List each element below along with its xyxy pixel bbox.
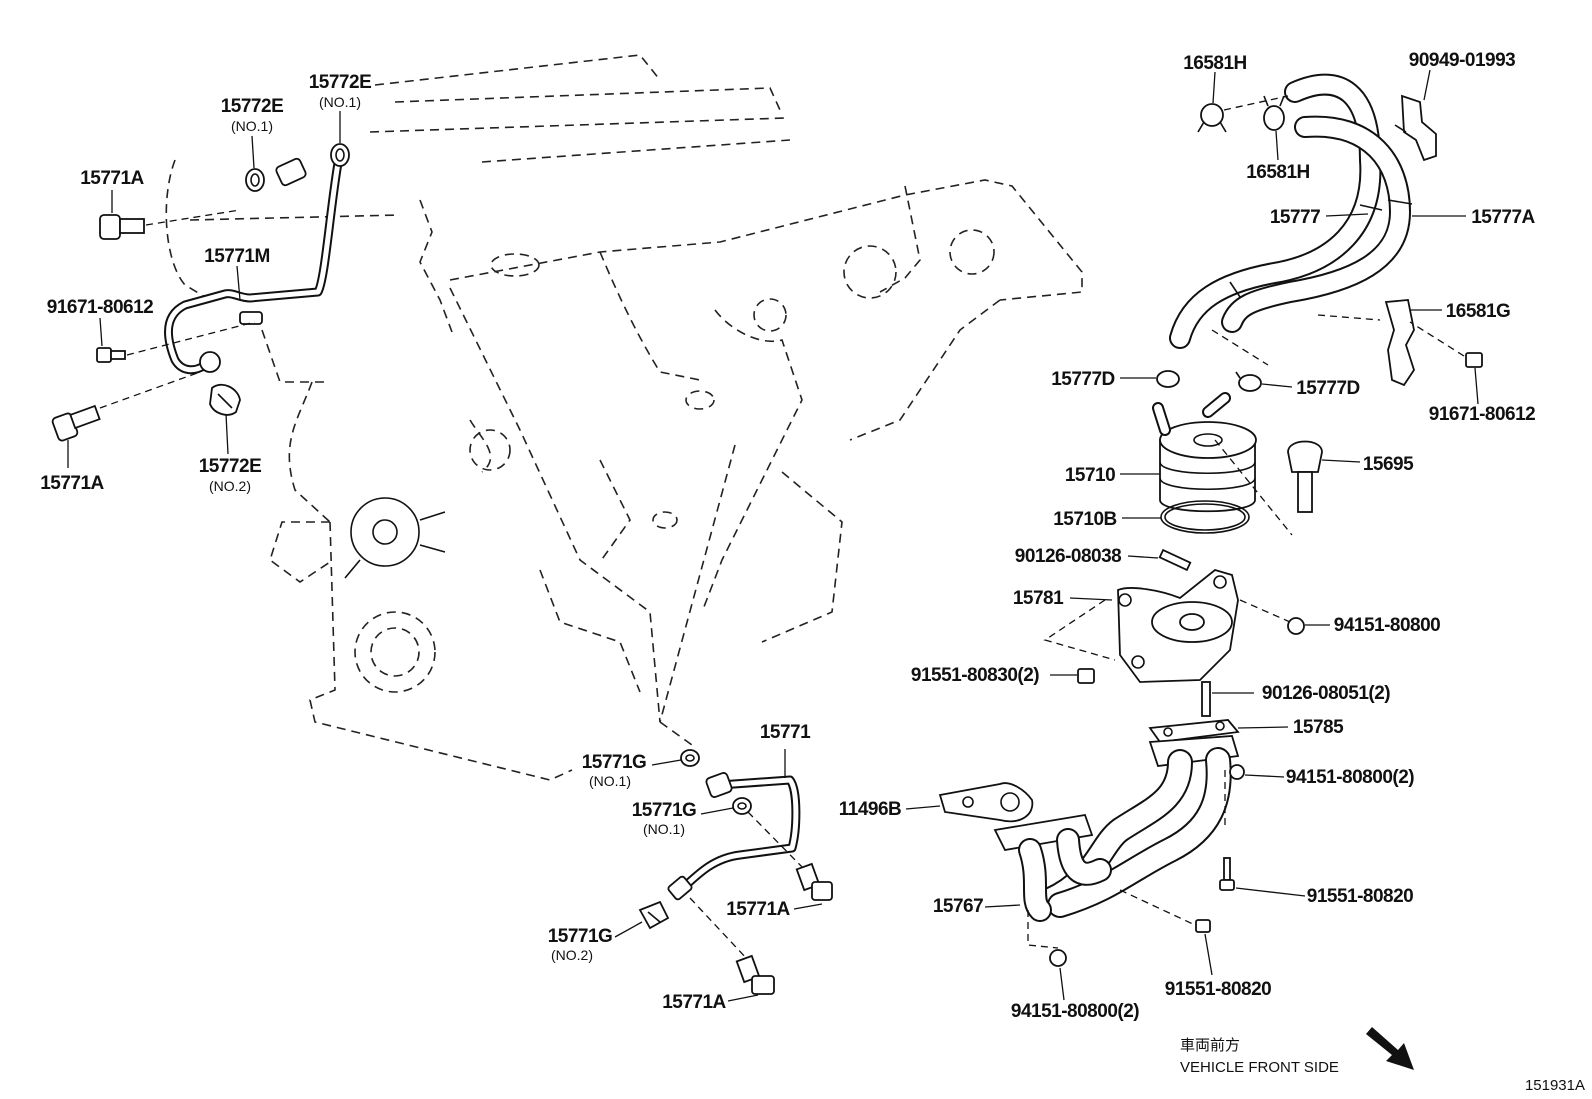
part-label-15771A[interactable]: 15771A (726, 899, 791, 920)
part-label-94151-80800[interactable]: 94151-80800 (1334, 615, 1441, 636)
part-label-15771G[interactable]: 15771G (548, 926, 613, 947)
part-label-sub: (NO.1) (319, 94, 361, 110)
engine-outline (165, 54, 1083, 781)
illustration-id: 151931A (1525, 1077, 1585, 1094)
pipe-assembly-15767[interactable] (993, 735, 1240, 949)
part-label-15777D[interactable]: 15777D (1296, 378, 1360, 399)
part-label-90126-08038[interactable]: 90126-08038 (1015, 546, 1122, 567)
nut-94151-80800-mid[interactable] (1229, 764, 1245, 780)
gasket-11496B[interactable] (938, 782, 1034, 823)
bolt-91551-80820-upper[interactable] (1219, 857, 1235, 891)
union-bolt-15771A-lower[interactable] (51, 371, 201, 442)
front-direction-arrow-icon (1366, 1027, 1414, 1070)
part-label-91671-80612[interactable]: 91671-80612 (1429, 404, 1536, 425)
leader-lines (67, 69, 1479, 1002)
part-label-15785[interactable]: 15785 (1293, 717, 1345, 738)
part-label-sub: (NO.2) (209, 478, 251, 494)
bolt-15695[interactable] (1214, 439, 1323, 536)
bracket-16581G[interactable] (1211, 299, 1415, 387)
part-label-sub: (NO.1) (589, 773, 631, 789)
stud-90126-08038[interactable] (1158, 548, 1192, 572)
o-ring-15710B[interactable] (1160, 500, 1250, 534)
part-label-15772E[interactable]: 15772E (221, 96, 284, 117)
nut-94151-80800-upper[interactable] (1287, 617, 1305, 635)
pipe-15771M[interactable] (163, 157, 343, 375)
part-label-11496B[interactable]: 11496B (839, 799, 902, 820)
gasket-15771G-no1-lower[interactable] (732, 797, 806, 871)
clamp-16581H-lower[interactable] (1263, 95, 1285, 131)
part-label-15767[interactable]: 15767 (933, 896, 984, 917)
bolt-91551-80820-lower[interactable] (1195, 919, 1211, 933)
part-label-15772E[interactable]: 15772E (309, 72, 372, 93)
part-label-sub: (NO.1) (231, 118, 273, 134)
part-label-16581H[interactable]: 16581H (1183, 53, 1247, 74)
union-bolt-15771A-bottom[interactable] (735, 954, 775, 995)
part-label-15771M[interactable]: 15771M (204, 246, 270, 267)
bracket-15781[interactable] (1043, 569, 1291, 683)
part-label-15695[interactable]: 15695 (1363, 454, 1415, 475)
part-label-15710B[interactable]: 15710B (1053, 509, 1117, 530)
bolt-91671-80612-right[interactable] (1409, 321, 1483, 368)
gasket-15772E-no2[interactable] (209, 383, 241, 416)
part-label-15771A[interactable]: 15771A (80, 168, 145, 189)
part-label-sub: (NO.2) (551, 947, 593, 963)
gasket-15772E-no1-left[interactable] (245, 168, 265, 192)
part-label-16581G[interactable]: 16581G (1446, 301, 1511, 322)
part-label-15771G[interactable]: 15771G (582, 752, 647, 773)
pipe-15771[interactable] (667, 772, 801, 901)
bolt-91671-80612-left[interactable] (96, 321, 256, 363)
part-label-15771[interactable]: 15771 (760, 722, 812, 743)
part-label-16581H[interactable]: 16581H (1246, 162, 1310, 183)
part-label-90126-08051[interactable]: 90126-08051(2) (1262, 683, 1391, 704)
gasket-15771G-no2[interactable] (638, 897, 749, 961)
part-labels: 15772E (NO.1) 15772E (NO.1) 15771A 15771… (40, 50, 1536, 1022)
clip-90949-01993[interactable] (1394, 94, 1437, 162)
part-label-15771G[interactable]: 15771G (632, 800, 697, 821)
part-label-15771A[interactable]: 15771A (40, 473, 105, 494)
part-label-15777A[interactable]: 15777A (1471, 207, 1536, 228)
part-label-91551-80830[interactable]: 91551-80830(2) (911, 665, 1040, 686)
part-label-15771A[interactable]: 15771A (662, 992, 727, 1013)
part-label-15710[interactable]: 15710 (1065, 465, 1116, 486)
part-label-91551-80820[interactable]: 91551-80820 (1165, 979, 1272, 1000)
clamp-15777D-right[interactable] (1235, 371, 1262, 392)
part-label-15777D[interactable]: 15777D (1051, 369, 1115, 390)
part-label-15772E[interactable]: 15772E (199, 456, 262, 477)
direction-label-jp: 車両前方 (1180, 1037, 1240, 1054)
gasket-15772E-no1-right[interactable] (330, 143, 350, 167)
part-label-91671-80612[interactable]: 91671-80612 (47, 297, 154, 318)
part-label-91551-80820[interactable]: 91551-80820 (1307, 886, 1414, 907)
hose-15777[interactable] (1169, 73, 1383, 349)
gasket-15771G-no1-upper[interactable] (680, 749, 700, 767)
part-label-sub: (NO.1) (643, 821, 685, 837)
oil-cooler-15710[interactable] (1152, 392, 1257, 513)
part-label-94151-80800[interactable]: 94151-80800(2) (1011, 1001, 1140, 1022)
union-bolt-15771A-top[interactable] (99, 209, 241, 240)
nut-94151-80800-lower[interactable] (1049, 949, 1067, 967)
bolt-91551-80830[interactable] (1077, 668, 1095, 684)
part-label-15777[interactable]: 15777 (1270, 207, 1321, 228)
part-label-15781[interactable]: 15781 (1013, 588, 1065, 609)
stud-90126-08051[interactable] (1201, 681, 1211, 717)
part-label-94151-80800[interactable]: 94151-80800(2) (1286, 767, 1415, 788)
part-label-90949-01993[interactable]: 90949-01993 (1409, 50, 1516, 71)
direction-indicator: 車両前方 VEHICLE FRONT SIDE (1180, 1027, 1414, 1076)
union-bolt-15771A-right[interactable] (795, 862, 833, 901)
direction-label-en: VEHICLE FRONT SIDE (1180, 1059, 1339, 1076)
clamp-16581H-upper[interactable] (1197, 95, 1289, 133)
gasket-15785[interactable] (1148, 719, 1240, 743)
hose-15777A[interactable] (1221, 115, 1413, 333)
clamp-15777D-left[interactable] (1156, 370, 1180, 388)
